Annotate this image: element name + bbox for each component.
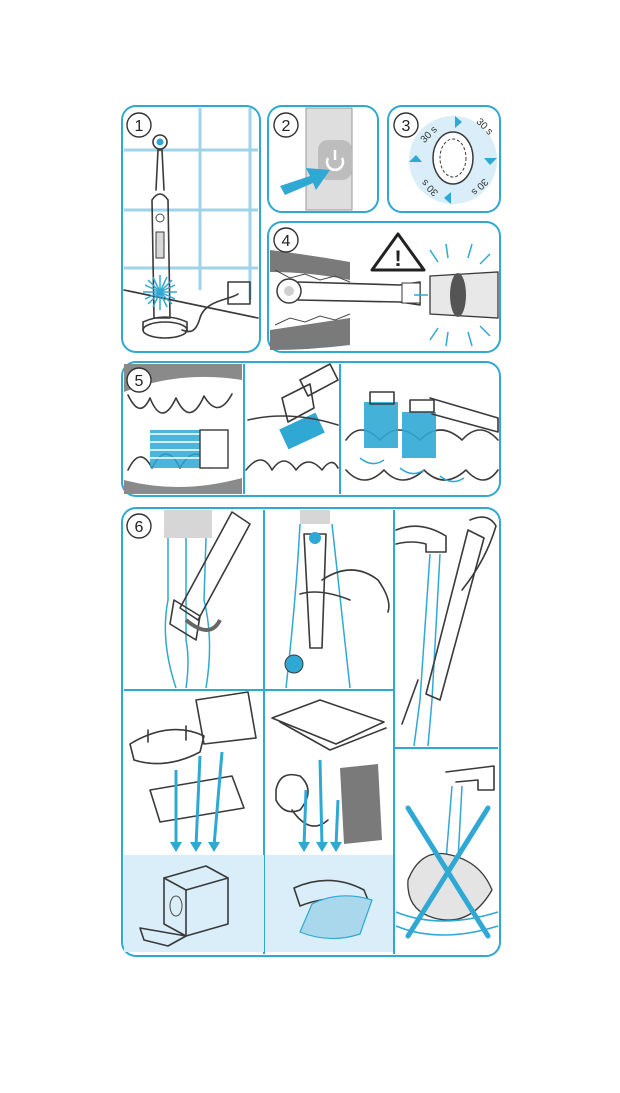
warning-symbol: ! [394,246,401,271]
pointing-arrow-icon [280,168,330,195]
warning-triangle-icon: ! [370,232,426,272]
prohibited-cross-icon [405,805,491,939]
panel-step-5: 5 [121,361,501,497]
step-number-5: 5 [135,373,144,390]
toothbrush-icon [151,134,171,319]
dishwasher-icon [139,865,229,947]
step-number-1: 1 [135,118,144,135]
brush-head-icon [276,278,421,306]
panel-step-6: 6 [121,507,501,957]
dishwasher-parts-illustration [129,691,257,852]
brushing-motion-illustration [345,391,499,483]
rinse-brush-head-illustration [164,510,251,689]
step-number-3: 3 [402,118,411,135]
charging-light-burst [143,275,177,310]
wall-tiles [124,108,258,300]
step-number-6: 6 [135,519,144,536]
step-number-4: 4 [282,233,291,250]
travel-case-parts-illustration [271,699,387,852]
panel-step-3: 30 s 30 s 30 s 30 s 3 [387,105,501,213]
teeth-timer-icon [409,116,497,204]
step-number-2: 2 [282,118,291,135]
teeth-front-illustration [124,364,242,494]
panel-step-1: 1 [121,105,261,353]
panel-step-2: 2 [267,105,379,213]
cloth-wipe-icon [293,879,373,940]
angled-brush-illustration [245,363,339,471]
panel-step-4: ! 4 [267,221,501,353]
water-faucet-icon [395,516,497,747]
rinse-handle-illustration [284,510,390,689]
